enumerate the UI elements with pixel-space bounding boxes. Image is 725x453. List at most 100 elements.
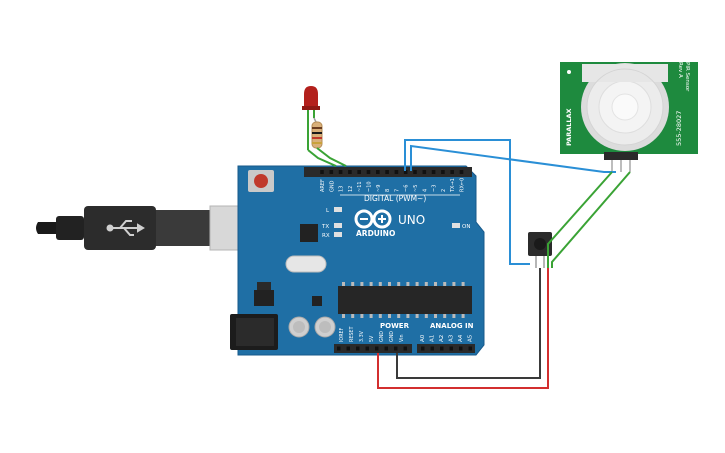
digital-pin-label: TX→1 [450,178,456,193]
analog-pin[interactable] [440,346,444,351]
capacitor-1-top [293,321,305,333]
analog-pin-header[interactable] [417,344,475,353]
chip-leg [388,282,391,286]
arduino-infinity-logo-icon [354,209,392,229]
tx-led [334,223,342,228]
power-header-label: POWER [380,322,410,330]
chip-leg [452,314,456,318]
chip-leg [452,282,456,286]
on-led-label: ON [462,224,470,230]
chip-leg [406,282,410,286]
pir-green-wire-1 [547,171,613,268]
analog-pin-label: A5 [468,334,474,342]
chip-legs [342,282,465,318]
power-pin-label: RESET [349,327,355,342]
analog-pin[interactable] [459,346,463,351]
digital-pin[interactable] [329,170,334,174]
analog-pin[interactable] [430,346,435,351]
chip-leg [434,282,437,286]
power-pin-label: GND [389,331,395,342]
digital-pin[interactable] [441,170,445,174]
digital-pin[interactable] [413,170,417,174]
pir-mark [567,70,571,74]
power-pin[interactable] [403,346,408,351]
analog-pin[interactable] [421,346,425,351]
crystal-oscillator [285,255,327,273]
power-pin[interactable] [394,346,398,351]
usb-interface-chip [300,224,318,242]
digital-pin[interactable] [459,170,464,174]
chip-leg [360,282,364,286]
digital-pins [320,170,464,174]
power-pin[interactable] [356,346,360,351]
power-pin[interactable] [375,346,379,351]
digital-header-label: DIGITAL (PWM~) [364,194,426,203]
power-pin[interactable] [384,346,389,351]
power-pin[interactable] [365,346,370,351]
rx-led [334,232,342,237]
analog-pin-label: A4 [458,334,464,342]
chip-leg [342,282,345,286]
digital-pin[interactable] [348,170,352,174]
chip-leg [360,314,364,318]
reset-button[interactable] [254,174,268,188]
power-pin[interactable] [337,346,341,351]
resistor-band-4 [312,142,322,144]
digital-pin[interactable] [320,170,324,174]
digital-pin[interactable] [366,170,371,174]
led-ground-wire [307,149,337,167]
analog-pin[interactable] [449,346,454,351]
digital-pin[interactable] [338,170,343,174]
pir-green-wire-2 [551,171,631,268]
small-component [312,296,322,306]
analog-pin-label: A2 [439,335,445,342]
digital-pin[interactable] [431,170,436,174]
digital-pin[interactable] [385,170,389,174]
red-power-wire [377,268,549,389]
digital-pin[interactable] [450,170,454,174]
digital-pin[interactable] [357,170,361,174]
chip-leg [351,314,355,318]
voltage-regulator [254,290,274,306]
resistor-band-1 [312,127,322,129]
piezo-buzzer[interactable] [528,232,552,268]
pir-label-top-2: Rev A [677,62,683,78]
power-pin-label: 5V [369,335,375,342]
resistor-to-pin13-wire [316,147,347,167]
resistor-band-2 [312,132,322,134]
chip-leg [342,314,345,318]
piezo-center [534,238,546,250]
on-led [452,223,460,228]
chip-leg [397,282,401,286]
chip-leg [415,282,419,286]
digital-pin-label: ~6 [404,185,410,192]
digital-pin[interactable] [394,170,399,174]
capacitor-2-top [319,321,331,333]
power-pin-label: 3.3V [359,330,365,342]
chip-leg [415,314,419,318]
bottom-pins [337,346,473,351]
digital-pin-label: ~3 [432,185,438,192]
analog-pin[interactable] [468,346,473,351]
chip-leg [369,282,373,286]
resistor-component[interactable] [311,117,323,149]
pir-header [604,152,638,160]
resistor-lead-top [313,117,317,123]
pir-sensor[interactable]: PARALLAX 555-28027 PIR Sensor Rev A [560,62,698,172]
led-component[interactable] [302,86,320,150]
digital-pin[interactable] [376,170,380,174]
power-pin-label: Vin [399,334,405,342]
digital-pin[interactable] [422,170,427,174]
pir-label-right: 555-28027 [675,111,683,146]
usb-plug-neck [156,210,210,246]
digital-pin[interactable] [403,170,408,174]
l-led-label: L [326,208,330,214]
power-pin[interactable] [346,346,351,351]
power-pin-header[interactable] [334,344,412,353]
digital-pin-label: 2 [441,189,447,192]
rx-led-label: RX [322,233,330,239]
